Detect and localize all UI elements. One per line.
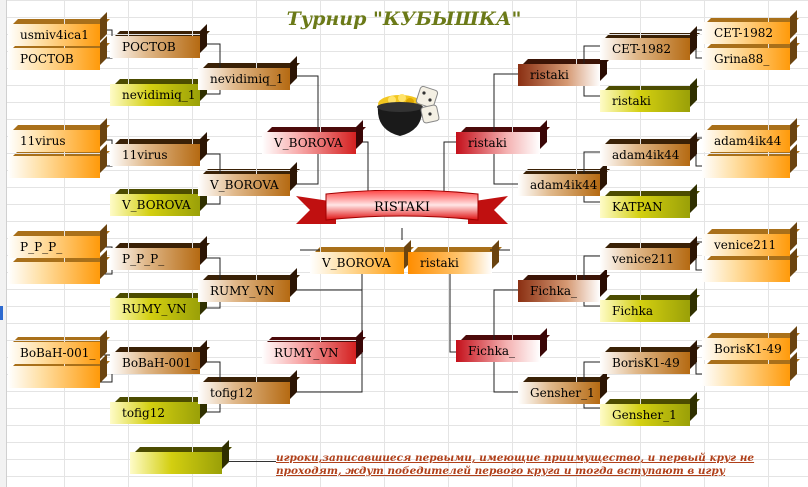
selected-row-marker bbox=[0, 306, 3, 320]
left-r2-slot-1: РОСТОВ bbox=[110, 36, 200, 58]
left-r1-slot-7: BoBaH-001_ bbox=[8, 342, 100, 364]
left-r3-slot-1: nevidimiq_1 bbox=[198, 68, 290, 90]
left-r2-slot-5: P_P_P_ bbox=[110, 248, 200, 270]
left-r2-slot-2: nevidimiq_1 bbox=[110, 84, 200, 106]
left-r3-slot-4: tofig12 bbox=[198, 382, 290, 404]
left-r1-slot-3: 11virus bbox=[8, 130, 100, 152]
left-r1-slot-2: РОСТОВ bbox=[8, 48, 100, 70]
left-r1-slot-1: usmiv4ica1 bbox=[8, 24, 100, 46]
left-r3-slot-3: RUMY_VN bbox=[198, 280, 290, 302]
left-r2-slot-6: RUMY_VN bbox=[110, 298, 200, 320]
right-r1-slot-3: adam4ik44 bbox=[702, 130, 790, 152]
legend-note: игроки,записавшиеся первыми, имеющие при… bbox=[276, 452, 755, 477]
right-r1-slot-7: BorisK1-49 bbox=[702, 338, 790, 360]
left-r4-slot-2: RUMY_VN bbox=[262, 342, 356, 364]
right-r3-slot-2: adam4ik44 bbox=[518, 174, 600, 196]
dice-icon bbox=[415, 85, 440, 124]
left-r2-slot-3: 11virus bbox=[110, 144, 200, 166]
right-r1-slot-5: venice211 bbox=[702, 234, 790, 256]
right-r1-slot-4 bbox=[702, 156, 790, 178]
left-r1-slot-6 bbox=[8, 262, 100, 284]
legend-connector bbox=[228, 461, 276, 462]
tournament-title: Турнир "КУБЫШКА" bbox=[286, 8, 522, 30]
right-r2-slot-4: KATPAN bbox=[600, 196, 690, 218]
left-r1-slot-4 bbox=[8, 156, 100, 178]
right-r4-slot-1: ristaki bbox=[456, 132, 540, 154]
right-r2-slot-7: BorisK1-49 bbox=[600, 352, 690, 374]
row-header-edge bbox=[0, 0, 7, 487]
finalist-left: V_BOROVA bbox=[310, 252, 404, 274]
left-r2-slot-4: V_BOROVA bbox=[110, 194, 200, 216]
right-r2-slot-8: Gensher_1 bbox=[600, 404, 690, 426]
right-r2-slot-3: adam4ik44 bbox=[600, 144, 690, 166]
right-r1-slot-2: Grina88_ bbox=[702, 48, 790, 70]
right-r3-slot-4: Gensher_1 bbox=[518, 382, 600, 404]
left-r2-slot-7: BoBaH-001_ bbox=[110, 352, 200, 374]
right-r1-slot-1: CET-1982 bbox=[702, 22, 790, 44]
right-r2-slot-1: CET-1982 bbox=[600, 38, 690, 60]
left-r1-slot-8 bbox=[8, 366, 100, 388]
pot-of-gold-icon bbox=[377, 85, 440, 136]
left-r1-slot-5: P_P_P_ bbox=[8, 236, 100, 258]
right-r3-slot-1: ristaki bbox=[518, 64, 600, 86]
right-r1-slot-6 bbox=[702, 260, 790, 282]
right-r4-slot-2: Fichka_ bbox=[456, 340, 540, 362]
finalist-right: ristaki bbox=[408, 252, 492, 274]
left-r4-slot-1: V_BOROVA bbox=[262, 132, 356, 154]
left-r3-slot-2: V_BOROVA bbox=[198, 174, 290, 196]
right-r2-slot-2: ristaki bbox=[600, 90, 690, 112]
legend-swatch bbox=[130, 452, 222, 474]
ribbon-banner-icon bbox=[296, 190, 508, 224]
champion-label: RISTAKI bbox=[373, 200, 431, 215]
right-r2-slot-6: Fichka bbox=[600, 300, 690, 322]
right-r3-slot-3: Fichka_ bbox=[518, 280, 600, 302]
right-r2-slot-5: venice211 bbox=[600, 248, 690, 270]
left-r2-slot-8: tofig12 bbox=[110, 402, 200, 424]
right-r1-slot-8 bbox=[702, 364, 790, 386]
